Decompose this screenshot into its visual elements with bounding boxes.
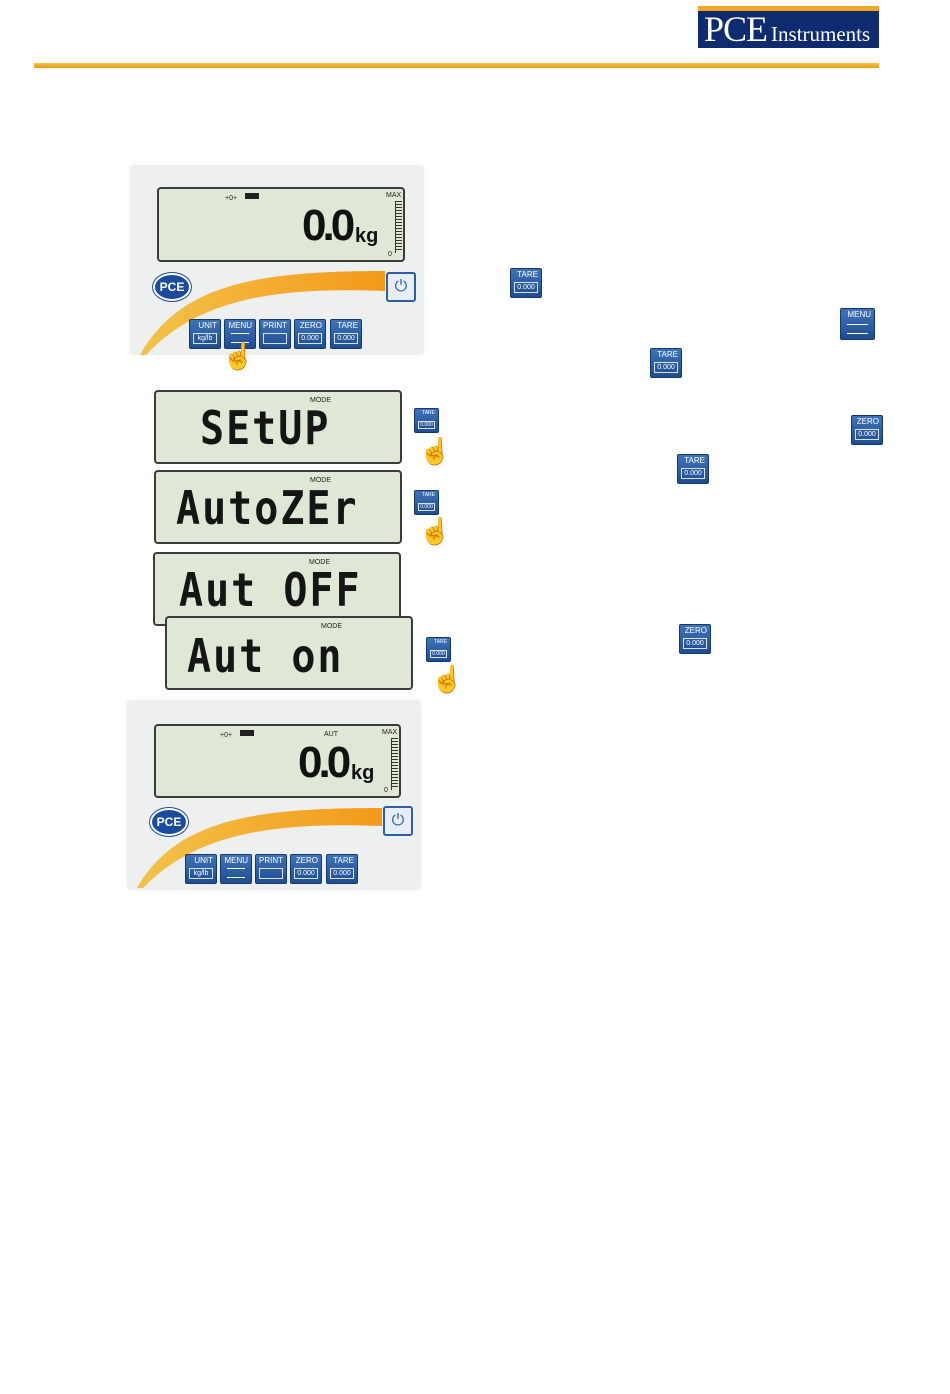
tare-key-inline[interactable]: TARE 0.000 bbox=[677, 454, 709, 484]
lcd-display-bottom: +0+ AUT MAX 0.0 kg 0 bbox=[154, 724, 401, 798]
step-text: SEtUP bbox=[200, 402, 331, 456]
mode-indicator: MODE bbox=[310, 397, 331, 404]
print-key[interactable]: PRINT bbox=[255, 854, 287, 884]
tare-key-side[interactable]: TARE 0.000 bbox=[414, 408, 439, 433]
weight-reading: 0.0 bbox=[302, 201, 355, 250]
menu-key-inline[interactable]: MENU bbox=[840, 308, 875, 340]
orange-swoosh bbox=[137, 808, 382, 888]
tare-key[interactable]: TARE 0.000 bbox=[330, 319, 362, 349]
pointing-hand-icon: ☝ bbox=[431, 664, 464, 694]
tare-key-side[interactable]: TARE 0.000 bbox=[426, 637, 451, 662]
lcd-step-aut-on: MODE Aut on bbox=[165, 616, 413, 690]
weight-unit: kg bbox=[355, 225, 379, 247]
step-text: Aut on bbox=[187, 630, 344, 684]
lcd-display-top: +0+ MAX 0.0 kg 0 bbox=[157, 187, 405, 262]
zero-key-inline[interactable]: ZERO 0.000 bbox=[851, 415, 883, 445]
step-text: AutoZEr bbox=[176, 482, 359, 536]
stable-indicator: +0+ bbox=[225, 195, 238, 202]
weight-unit: kg bbox=[351, 762, 375, 784]
logo-brand: PCE bbox=[704, 9, 768, 49]
lcd-step-aut-off: MODE Aut OFF bbox=[153, 552, 401, 626]
print-key[interactable]: PRINT bbox=[259, 319, 291, 349]
zero-bar-indicator bbox=[240, 730, 254, 736]
zero-key-inline[interactable]: ZERO 0.000 bbox=[679, 624, 711, 654]
pointing-hand-icon: ☝ bbox=[222, 341, 255, 371]
max-indicator: MAX bbox=[382, 729, 398, 736]
scale-panel-top: +0+ MAX 0.0 kg 0 PCE ⏻ UNIT kg/lb MENU P… bbox=[130, 165, 424, 369]
pce-instruments-logo: PCE Instruments bbox=[698, 6, 879, 48]
menu-key[interactable]: MENU bbox=[220, 854, 252, 884]
pointing-hand-icon: ☝ bbox=[419, 436, 452, 466]
lcd-step-setup: MODE SEtUP bbox=[154, 390, 402, 464]
pointing-hand-icon: ☝ bbox=[419, 516, 452, 546]
unit-key[interactable]: UNIT kg/lb bbox=[185, 854, 217, 884]
max-indicator: MAX bbox=[386, 192, 402, 199]
mode-indicator: MODE bbox=[310, 477, 331, 484]
orange-swoosh bbox=[140, 271, 385, 355]
pce-badge: PCE bbox=[150, 808, 188, 836]
zero-key[interactable]: ZERO 0.000 bbox=[294, 319, 326, 349]
aut-indicator: AUT bbox=[324, 731, 338, 738]
tare-key[interactable]: TARE 0.000 bbox=[326, 854, 358, 884]
mode-indicator: MODE bbox=[321, 623, 342, 630]
step-text: Aut OFF bbox=[179, 564, 362, 618]
min-indicator: 0 bbox=[384, 787, 388, 794]
tare-key-inline[interactable]: TARE 0.000 bbox=[510, 268, 542, 298]
zero-key[interactable]: ZERO 0.000 bbox=[290, 854, 322, 884]
mode-indicator: MODE bbox=[309, 559, 330, 566]
unit-key[interactable]: UNIT kg/lb bbox=[189, 319, 221, 349]
logo-sub: Instruments bbox=[771, 22, 871, 46]
header-rule bbox=[34, 63, 879, 68]
tare-key-inline[interactable]: TARE 0.000 bbox=[650, 348, 682, 378]
scale-panel-bottom: +0+ AUT MAX 0.0 kg 0 PCE ⏻ UNIT kg/lb ME… bbox=[127, 700, 421, 890]
pce-badge: PCE bbox=[153, 273, 191, 301]
weight-reading: 0.0 bbox=[298, 738, 351, 787]
min-indicator: 0 bbox=[388, 251, 392, 258]
stable-indicator: +0+ bbox=[220, 732, 233, 739]
lcd-step-autozero: MODE AutoZEr bbox=[154, 470, 402, 544]
capacity-bargraph bbox=[395, 201, 404, 253]
tare-key-side[interactable]: TARE 0.000 bbox=[414, 490, 439, 515]
power-button[interactable]: ⏻ bbox=[386, 272, 416, 302]
menu-key[interactable]: MENU bbox=[224, 319, 256, 349]
zero-bar-indicator bbox=[245, 193, 259, 199]
power-button[interactable]: ⏻ bbox=[383, 806, 413, 836]
capacity-bargraph bbox=[391, 738, 400, 790]
